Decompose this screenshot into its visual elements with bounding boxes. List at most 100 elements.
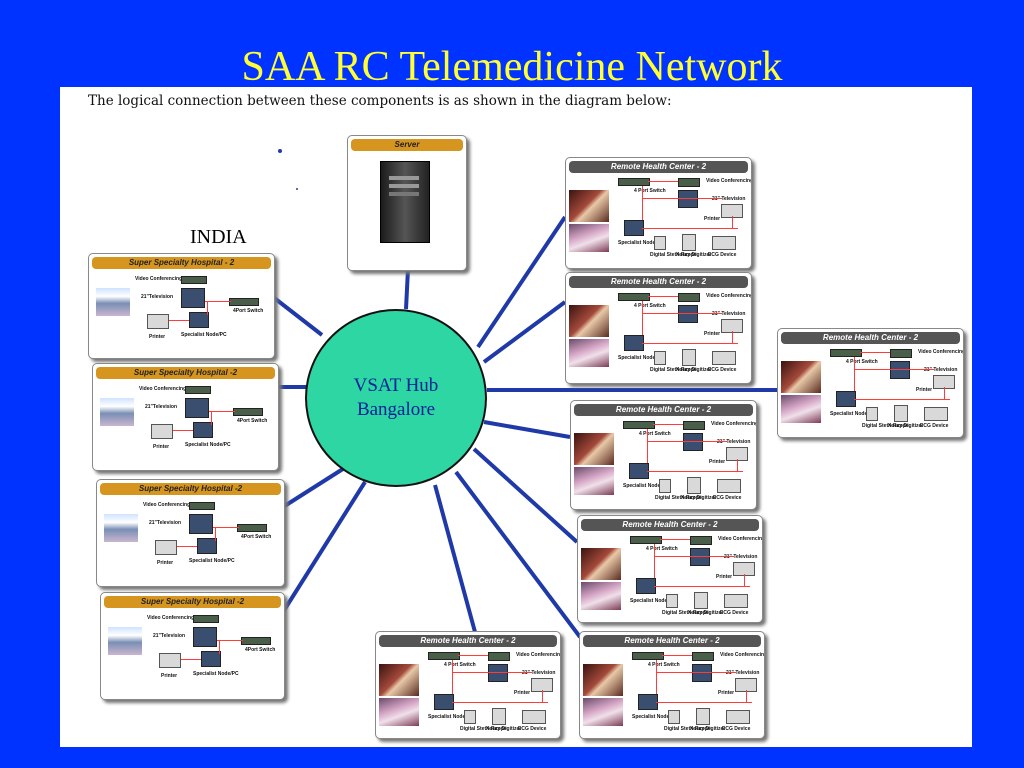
link-ssh-3 xyxy=(281,465,348,509)
clinic-photo xyxy=(569,190,609,222)
video-label: Video Conferencing xyxy=(143,502,191,508)
link-rhc-6 xyxy=(454,470,582,639)
hospital-building-photo xyxy=(108,627,142,655)
network-switch-icon xyxy=(241,637,271,645)
ecg-device-icon xyxy=(712,351,736,365)
hospital-header: Super Specialty Hospital -2 xyxy=(96,367,275,379)
ecg-label: ECG Device xyxy=(720,610,749,616)
link-rhc-2 xyxy=(482,300,567,364)
hospital-box: Super Specialty Hospital -2 Video Confer… xyxy=(92,363,279,471)
cable xyxy=(647,441,727,442)
ecg-label: ECG Device xyxy=(708,367,737,373)
video-camera-icon xyxy=(193,615,219,623)
clinic-photo xyxy=(379,664,419,696)
network-switch-icon xyxy=(428,652,460,660)
server-box: Server xyxy=(347,135,467,271)
clinic-photo xyxy=(581,582,621,610)
workstation-icon xyxy=(836,391,856,407)
clinic-photo xyxy=(569,224,609,252)
ecg-device-icon xyxy=(726,710,750,724)
stethoscope-label: Digital Stethoscope xyxy=(460,726,507,732)
hospital-header: Super Specialty Hospital -2 xyxy=(104,596,281,608)
cable xyxy=(452,672,532,673)
cable xyxy=(219,640,220,654)
cable xyxy=(653,424,683,425)
xray-digitizer-icon xyxy=(696,708,710,725)
cable xyxy=(647,471,743,472)
cable xyxy=(656,660,657,694)
tv-label: 21" Television xyxy=(522,670,556,676)
workstation-label: Specialist Node/PC xyxy=(181,332,227,338)
cable xyxy=(854,357,855,391)
stray-dot xyxy=(296,188,298,190)
hospital-building-photo xyxy=(104,514,138,542)
ecg-device-icon xyxy=(717,479,741,493)
tv-label: 21"Television xyxy=(153,633,186,639)
rhc-header: Remote Health Center - 2 xyxy=(574,404,753,416)
network-links xyxy=(271,215,777,639)
stethoscope-icon xyxy=(654,351,666,365)
ecg-label: ECG Device xyxy=(518,726,547,732)
switch-label: 4Port Switch xyxy=(241,534,272,540)
clinic-photo xyxy=(569,305,609,337)
link-rhc-4 xyxy=(483,420,571,439)
xray-digitizer-icon xyxy=(492,708,506,725)
link-ssh-4 xyxy=(281,480,367,614)
remote-health-center-box: Remote Health Center - 2 4 Port Switch V… xyxy=(375,631,561,739)
hub-line-1: VSAT Hub xyxy=(353,375,439,396)
printer-label: Printer xyxy=(709,459,726,465)
switch-label: 4 Port Switch xyxy=(648,662,680,668)
cable xyxy=(169,320,189,321)
cable xyxy=(860,352,890,353)
video-camera-icon xyxy=(890,349,912,358)
switch-label: 4Port Switch xyxy=(237,418,268,424)
stethoscope-icon xyxy=(666,594,678,608)
tv-label: 21" Television xyxy=(724,554,758,560)
workstation-label: Specialist Node/PC xyxy=(185,442,231,448)
television-icon xyxy=(193,627,217,647)
printer-label: Printer xyxy=(157,560,174,566)
cable xyxy=(452,660,453,694)
printer-icon xyxy=(147,314,169,329)
link-rhc-5 xyxy=(472,447,579,544)
india-label: INDIA xyxy=(190,226,247,248)
cable xyxy=(213,527,239,528)
diagram-panel: The logical connection between these com… xyxy=(60,87,972,747)
television-icon xyxy=(890,361,910,379)
remote-health-center-box: Remote Health Center - 2 4 Port Switch V… xyxy=(579,631,765,739)
tv-label: 21" Television xyxy=(726,670,760,676)
stethoscope-label: Digital Stethoscope xyxy=(655,495,702,501)
switch-label: 4 Port Switch xyxy=(634,303,666,309)
video-label: Video Conferencing xyxy=(706,293,752,299)
rhc-header: Remote Health Center - 2 xyxy=(569,161,748,173)
television-icon xyxy=(488,664,508,682)
video-camera-icon xyxy=(692,652,714,661)
ecg-label: ECG Device xyxy=(722,726,751,732)
video-label: Video Conferencing xyxy=(147,615,195,621)
stethoscope-icon xyxy=(659,479,671,493)
xray-label: X-Ray Digitizer xyxy=(688,610,724,616)
clinic-photo xyxy=(781,361,821,393)
rhc-header: Remote Health Center - 2 xyxy=(781,332,960,344)
printer-label: Printer xyxy=(916,387,933,393)
cable xyxy=(642,313,722,314)
cable xyxy=(642,301,643,335)
network-switch-icon xyxy=(630,536,662,544)
workstation-icon xyxy=(434,694,454,710)
network-switch-icon xyxy=(618,178,650,186)
stethoscope-icon xyxy=(668,710,680,724)
television-icon xyxy=(692,664,712,682)
rhc-header: Remote Health Center - 2 xyxy=(569,276,748,288)
printer-icon xyxy=(159,653,181,668)
hospital-header: Super Specialty Hospital -2 xyxy=(100,483,281,495)
printer-label: Printer xyxy=(704,216,721,222)
printer-icon xyxy=(155,540,177,555)
stethoscope-label: Digital Stethoscope xyxy=(664,726,711,732)
workstation-icon xyxy=(638,694,658,710)
workstation-label: Specialist Node/PC xyxy=(189,558,235,564)
video-camera-icon xyxy=(488,652,510,661)
ecg-label: ECG Device xyxy=(713,495,742,501)
workstation-label: Specialist Node/PC xyxy=(630,598,676,604)
switch-label: 4 Port Switch xyxy=(634,188,666,194)
xray-label: X-Ray Digitizer xyxy=(681,495,717,501)
